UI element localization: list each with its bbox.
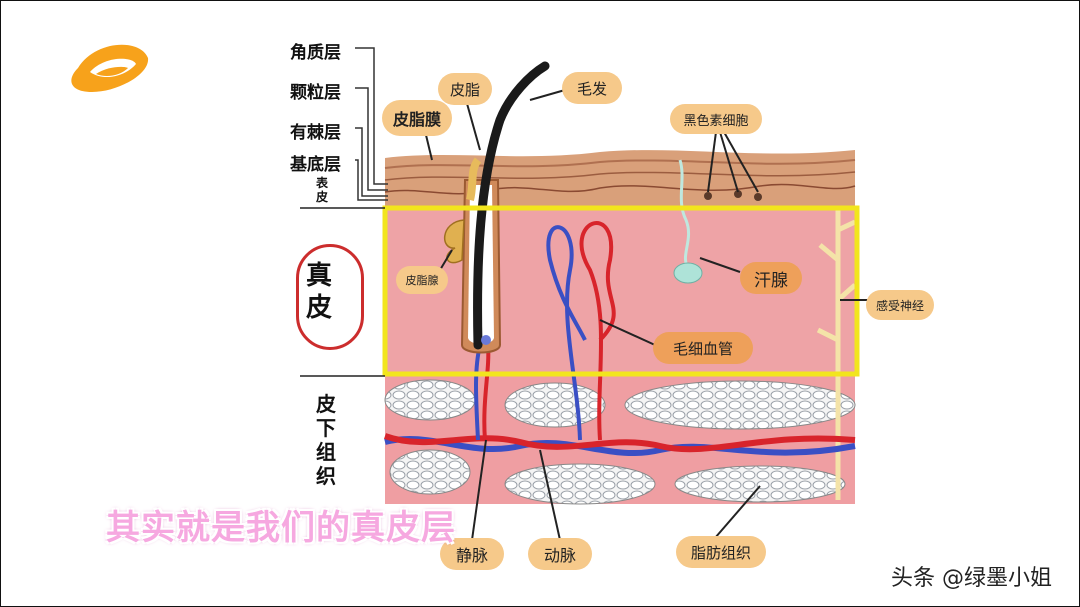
sensory-nerve-callout: 感受神经 [866, 290, 934, 320]
sebum-callout: 皮脂 [438, 73, 492, 105]
dermis-label: 真 皮 [306, 261, 333, 323]
artery-horizontal [383, 433, 856, 453]
source-watermark: 头条 @绿墨小姐 [891, 566, 1052, 591]
melanocyte-callout: 黑色素细胞 [670, 104, 762, 134]
subtitle-caption: 其实就是我们的真皮层 [106, 508, 456, 548]
dermis-oval [296, 244, 364, 350]
sweat-gland-callout: 汗腺 [740, 262, 802, 294]
stratum-basale-label: 基底层 [290, 155, 341, 175]
stratum-spinosum-label: 有棘层 [290, 123, 341, 143]
sebaceous-gland-callout: 皮脂腺 [396, 266, 448, 294]
sweat-coil [673, 262, 703, 284]
vein-horizontal [384, 436, 856, 456]
fat-lobules [384, 379, 856, 505]
artery-upward [579, 221, 616, 441]
sensory-nerve [816, 210, 857, 500]
epidermis-layer [385, 150, 855, 208]
hair-callout: 毛发 [562, 72, 622, 104]
sebum-film-callout: 皮脂膜 [382, 100, 452, 136]
vein-callout: 静脉 [440, 538, 504, 570]
hair-shaft [473, 61, 550, 350]
fat-tissue-callout: 脂肪组织 [676, 536, 766, 568]
sebaceous-gland [443, 219, 465, 264]
stratum-corneum-label: 角质层 [290, 43, 341, 63]
epidermis-label: 表 皮 [316, 176, 329, 204]
sweat-duct [678, 159, 691, 269]
dermis-highlight-box [382, 205, 860, 377]
artery-callout: 动脉 [528, 538, 592, 570]
capillary-callout: 毛细血管 [653, 332, 753, 364]
broadcaster-logo [71, 44, 149, 92]
sebum-duct [466, 157, 482, 202]
subcutis-label: 皮 下 组 织 [316, 392, 336, 488]
stratum-granulosum-label: 颗粒层 [290, 83, 341, 103]
vein-upward [546, 225, 587, 441]
